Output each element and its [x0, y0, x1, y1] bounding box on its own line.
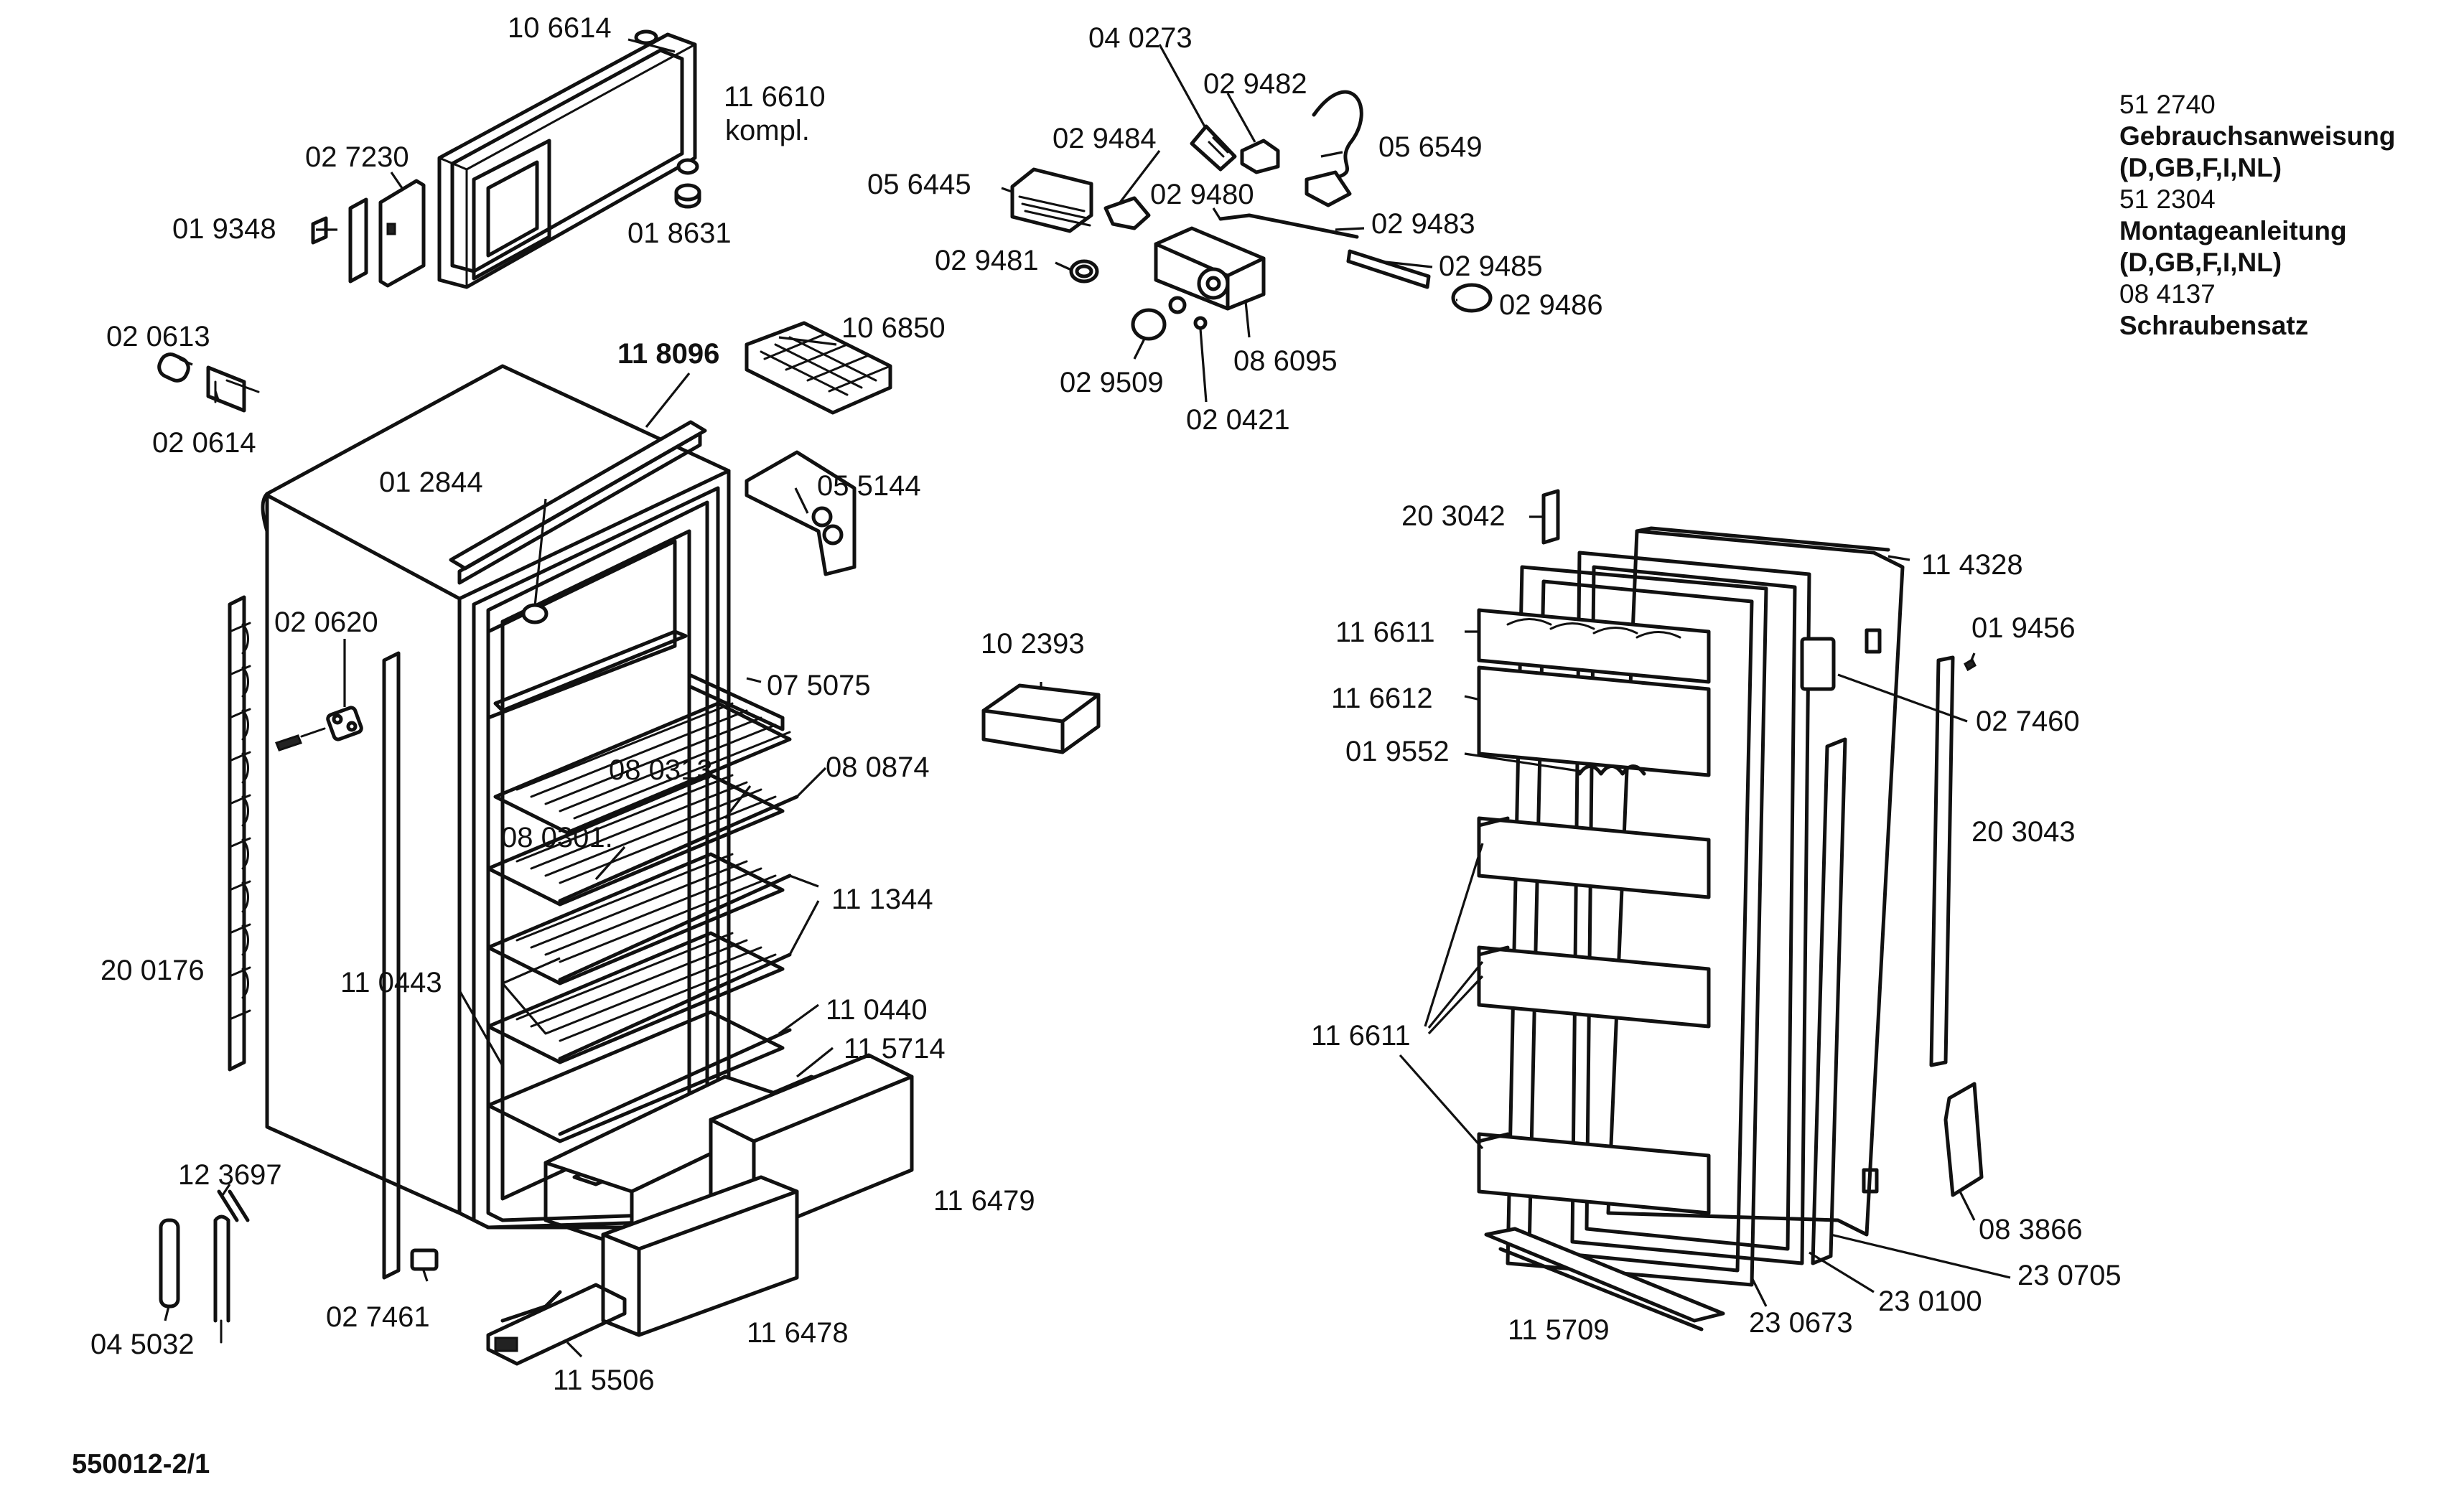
wire-shelves — [486, 701, 792, 1143]
doc-2-languages: (D,GB,F,I,NL) — [2119, 248, 2282, 277]
label-08-3866: 08 3866 — [1979, 1214, 2083, 1245]
label-02-9509: 02 9509 — [1060, 367, 1164, 398]
label-04-0273: 04 0273 — [1088, 22, 1193, 54]
label-02-9485: 02 9485 — [1439, 251, 1543, 282]
label-20-3042: 20 3042 — [1401, 500, 1506, 532]
freezer-door-drawing — [437, 29, 699, 289]
label-02-9483: 02 9483 — [1371, 208, 1475, 240]
label-11-0440: 11 0440 — [826, 994, 928, 1026]
label-11-6611-top: 11 6611 — [1335, 617, 1435, 648]
label-11-5506: 11 5506 — [553, 1364, 655, 1396]
label-08-6095: 08 6095 — [1233, 345, 1338, 377]
label-11-6610: 11 6610 — [724, 81, 826, 113]
label-10-6850: 10 6850 — [841, 312, 946, 344]
label-20-3043: 20 3043 — [1971, 816, 2076, 848]
label-11-6479: 11 6479 — [933, 1185, 1035, 1217]
label-12-3697: 12 3697 — [178, 1159, 282, 1191]
freezer-catch-small-drawing — [674, 183, 701, 209]
label-02-9482: 02 9482 — [1203, 68, 1307, 100]
label-02-0614: 02 0614 — [152, 427, 256, 459]
doc-1-number: 51 2740 — [2119, 90, 2216, 119]
lamp-parts-drawing — [157, 352, 260, 413]
label-11-5714: 11 5714 — [844, 1033, 946, 1064]
label-01-8631: 01 8631 — [627, 217, 732, 249]
label-01-9552: 01 9552 — [1345, 736, 1450, 767]
label-02-9481: 02 9481 — [935, 245, 1039, 276]
label-10-6614: 10 6614 — [508, 12, 612, 44]
label-11-4328: 11 4328 — [1921, 549, 2023, 581]
label-08-0301: 08 0301. — [501, 822, 613, 853]
condenser-ribs — [228, 622, 251, 1021]
label-05-5144: 05 5144 — [817, 470, 921, 502]
label-23-0100: 23 0100 — [1878, 1286, 1982, 1317]
refrigerator-door-drawing — [1477, 489, 1984, 1331]
doc-1-languages: (D,GB,F,I,NL) — [2119, 153, 2282, 182]
label-02-0613: 02 0613 — [106, 321, 210, 352]
label-02-7460: 02 7460 — [1976, 706, 2080, 737]
doc-3-title: Schraubensatz — [2119, 311, 2308, 340]
label-01-9348: 01 9348 — [172, 213, 276, 245]
label-02-0620: 02 0620 — [274, 607, 378, 638]
documentation-list: 51 2740 Gebrauchsanweisung (D,GB,F,I,NL)… — [2119, 90, 2396, 340]
drawing-id: 550012-2/1 — [72, 1449, 210, 1479]
label-05-6549: 05 6549 — [1378, 131, 1483, 163]
label-07-5075: 07 5075 — [767, 670, 871, 701]
doc-2-title: Montageanleitung — [2119, 216, 2347, 245]
shelf-rods — [558, 795, 799, 1136]
label-20-0176: 20 0176 — [101, 955, 205, 986]
label-08-0313: 08 0313. — [609, 754, 721, 786]
fridge-cabinet-drawing — [159, 321, 1101, 1366]
label-04-5032: 04 5032 — [90, 1329, 195, 1360]
label-11-6612: 11 6612 — [1331, 683, 1433, 714]
label-02-9484: 02 9484 — [1053, 123, 1157, 154]
label-11-5709: 11 5709 — [1508, 1314, 1610, 1346]
label-11-6610-kompl: kompl. — [725, 115, 810, 146]
label-11-6478: 11 6478 — [747, 1317, 849, 1349]
label-05-6445: 05 6445 — [867, 169, 971, 200]
door-shelves — [1477, 608, 1711, 1215]
label-02-7230: 02 7230 — [305, 141, 409, 173]
doc-3-number: 08 4137 — [2119, 279, 2216, 309]
label-10-2393: 10 2393 — [981, 628, 1085, 660]
label-02-9480: 02 9480 — [1150, 179, 1254, 210]
label-02-0421: 02 0421 — [1186, 404, 1290, 436]
hinge-bracket-drawing — [311, 179, 426, 288]
label-11-8096: 11 8096 — [617, 338, 719, 370]
label-11-1344: 11 1344 — [831, 884, 933, 915]
label-23-0673: 23 0673 — [1749, 1307, 1853, 1339]
label-08-0874: 08 0874 — [826, 752, 930, 783]
doc-2-number: 51 2304 — [2119, 184, 2216, 214]
label-02-9486: 02 9486 — [1499, 289, 1603, 321]
label-01-9456: 01 9456 — [1971, 612, 2076, 644]
part-labels: 10 6614 11 6610 kompl. 02 7230 01 9348 0… — [90, 12, 2122, 1396]
label-01-2844: 01 2844 — [379, 467, 483, 498]
label-23-0705: 23 0705 — [2017, 1260, 2122, 1291]
doc-1-title: Gebrauchsanweisung — [2119, 121, 2396, 151]
label-11-6611-lower: 11 6611 — [1311, 1020, 1411, 1052]
leader-lines — [164, 38, 2011, 1358]
label-02-7461: 02 7461 — [326, 1301, 430, 1333]
thermostat-cluster-drawing — [1010, 90, 1493, 341]
label-11-0443: 11 0443 — [340, 967, 442, 998]
